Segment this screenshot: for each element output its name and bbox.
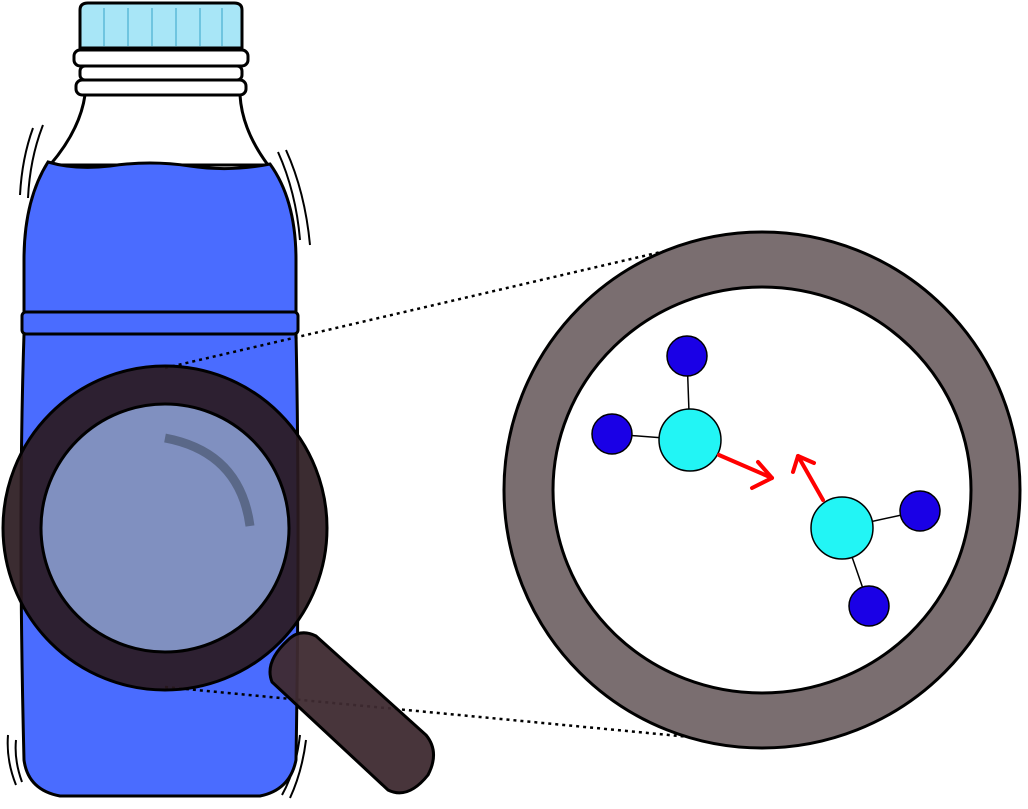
arrow-up-icon: [791, 454, 825, 502]
bottle-neck: [46, 93, 271, 167]
molecule-2-ligand-right: [899, 490, 941, 532]
bottle-band: [20, 310, 300, 336]
neck-ring-low: [74, 78, 248, 97]
zoom-interior: [551, 285, 973, 695]
cap-ridges: [103, 8, 223, 46]
molecule-1-ligand-top: [666, 335, 708, 377]
neck-ring-top: [72, 48, 250, 68]
zoom-view: [502, 230, 1022, 750]
molecule-2: [810, 490, 941, 627]
molecule-2-center: [810, 496, 874, 560]
molecule-2-ligand-bottom: [848, 585, 890, 627]
arrow-right-icon: [717, 453, 774, 490]
projection-lines: [164, 238, 733, 743]
bottle-liquid: [22, 160, 298, 314]
molecule-1-center: [658, 408, 722, 472]
interaction-arrows: [717, 453, 825, 502]
molecule-1-ligand-left: [591, 413, 633, 455]
magnifier-handle: [268, 631, 435, 795]
bottle-cap: [78, 1, 244, 50]
molecule-1: [591, 335, 722, 472]
lens-glint: [164, 433, 255, 527]
magnifying-glass: [1, 364, 435, 795]
neck-ring-mid: [78, 64, 244, 82]
shake-lines: [6, 124, 311, 799]
